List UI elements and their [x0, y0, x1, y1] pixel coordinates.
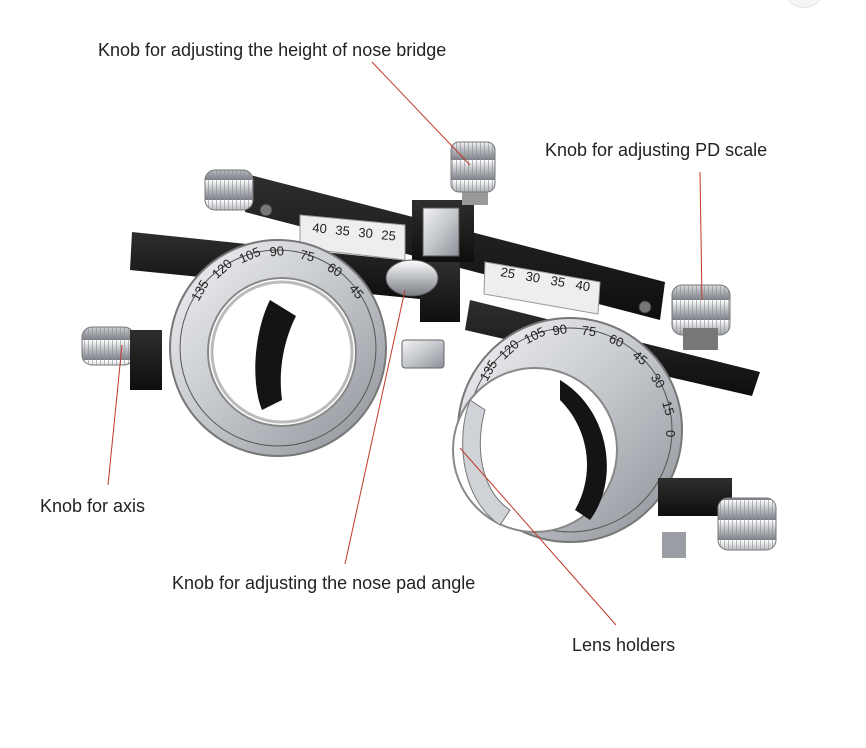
- leader-pd-scale: [699, 171, 703, 301]
- left-axis-knob: [81, 326, 135, 366]
- axis-right-tick-label: 0: [663, 430, 678, 437]
- label-pd-scale-knob: Knob for adjusting PD scale: [545, 140, 768, 160]
- leader-nose-pad: [344, 289, 406, 565]
- right-axis-knob: [717, 497, 777, 551]
- nose-pad-knob: [385, 259, 439, 297]
- leader-lens-holders: [459, 447, 617, 626]
- leader-nose-bridge: [371, 61, 471, 166]
- right-pd-knob: [671, 284, 731, 336]
- right-pd-knob-base: [683, 328, 718, 350]
- right-axis-screw: [662, 532, 686, 558]
- pd-right-tick-label: 40: [574, 277, 591, 294]
- top-bar-screw-right: [638, 300, 652, 314]
- left-lens-holder: [169, 239, 387, 457]
- nose-pad-clamp: [401, 339, 445, 369]
- top-bar-screw-left: [259, 203, 273, 217]
- pd-left-tick-label: 25: [381, 227, 397, 243]
- axis-right-tick-label: 75: [581, 323, 597, 340]
- axis-left-tick-label: 90: [269, 243, 285, 259]
- pd-right-tick-label: 30: [524, 268, 541, 285]
- pd-left-tick-label: 35: [335, 222, 351, 238]
- label-nose-pad-knob: Knob for adjusting the nose pad angle: [172, 573, 476, 593]
- pd-left-tick-label: 30: [358, 225, 374, 241]
- axis-left-tick-label: 75: [299, 247, 317, 265]
- axis-left-tick-label: 60: [325, 259, 345, 279]
- label-axis-knob: Knob for axis: [40, 496, 146, 516]
- left-pd-knob: [204, 169, 254, 211]
- left-axis-knob-mount: [130, 330, 162, 390]
- pd-right-tick-label: 35: [549, 273, 566, 290]
- axis-right-tick-label: 90: [551, 321, 568, 338]
- label-nose-bridge-knob: Knob for adjusting the height of nose br…: [98, 40, 447, 60]
- pd-scale-left-ticks: 40 35 30 25: [312, 220, 397, 243]
- right-lens-holder: [452, 317, 683, 543]
- leader-axis: [107, 344, 123, 486]
- pd-scale-plate-left: [299, 214, 406, 261]
- axis-right-tick-label: 30: [648, 371, 668, 391]
- axis-right-tick-label: 15: [659, 399, 678, 417]
- label-lens-holders: Lens holders: [572, 635, 676, 655]
- pd-right-tick-label: 25: [499, 264, 516, 281]
- axis-right-tick-label: 60: [607, 331, 626, 351]
- pd-scale-plate-right: [483, 261, 601, 315]
- nose-bridge-knob: [450, 141, 496, 193]
- bridge-slider: [422, 207, 460, 257]
- pd-scale-right-ticks: 25 30 35 40: [499, 264, 591, 294]
- pd-left-tick-label: 40: [312, 220, 328, 236]
